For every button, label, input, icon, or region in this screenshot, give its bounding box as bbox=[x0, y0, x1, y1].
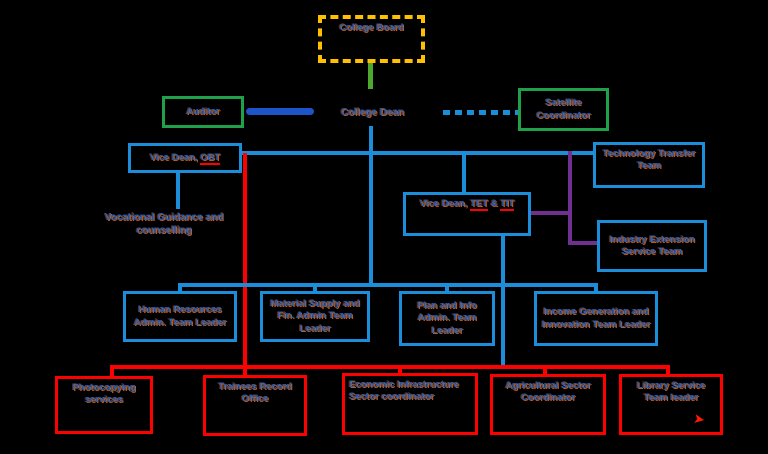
connector-drop-material-supply bbox=[313, 283, 317, 292]
node-college-board: College Board bbox=[318, 15, 425, 63]
connector-drop-income-generation bbox=[594, 283, 598, 292]
income-generation-label: Income Generation and Innovation Team Le… bbox=[541, 306, 651, 330]
vice-dean-tet-acronym2: TIT bbox=[500, 198, 515, 211]
vice-dean-tet-label: Vice Dean, TET & TIT bbox=[419, 198, 515, 211]
connector-drop-agricultural bbox=[543, 365, 547, 375]
photocopying-label: Photocopying services bbox=[72, 382, 136, 406]
human-resources-label: Human Resources Admin. Team Leader bbox=[133, 304, 227, 328]
node-technology-transfer-team: Technology Transfer Team bbox=[593, 142, 705, 188]
node-trainees-record-office: Trainees Record Office bbox=[203, 375, 307, 436]
node-agricultural-sector: Agricultural Sector Coordinator bbox=[490, 374, 606, 435]
plan-info-label: Plan and Info Admin. Team Leader bbox=[417, 299, 477, 336]
node-economic-infrastructure: Economic Infrastructure Sector coordinat… bbox=[342, 373, 478, 435]
connector-tet-purple bbox=[531, 211, 568, 215]
connector-drop-photocopying bbox=[110, 365, 114, 377]
connector-redrow-horizontal bbox=[110, 365, 670, 369]
node-auditor: Auditor bbox=[162, 96, 244, 128]
college-dean-label: College Dean bbox=[340, 107, 405, 118]
node-college-dean: College Dean bbox=[330, 106, 415, 119]
connector-dean-satellite-dashed bbox=[443, 110, 518, 115]
red-arrow-icon: ➤ bbox=[692, 411, 706, 428]
connector-board-dean bbox=[368, 63, 373, 89]
industry-extension-label: Industry Extension Service Team bbox=[609, 233, 695, 257]
material-supply-label: Material Supply and Fin. Admin Team Lead… bbox=[270, 297, 360, 334]
node-vocational-guidance: Vocational Guidance and counselling bbox=[88, 211, 240, 237]
college-board-label: College Board bbox=[339, 22, 404, 33]
node-vice-dean-tet: Vice Dean, TET & TIT bbox=[403, 192, 531, 236]
connector-drop-economic bbox=[398, 365, 402, 374]
node-industry-extension-team: Industry Extension Service Team bbox=[597, 220, 707, 272]
node-satellite-coordinator: Satellite Coordinator bbox=[518, 88, 609, 131]
node-photocopying-services: Photocopying services bbox=[55, 376, 153, 434]
connector-obt-techtransfer bbox=[242, 151, 593, 155]
node-material-supply-leader: Material Supply and Fin. Admin Team Lead… bbox=[260, 291, 370, 342]
connector-drop-vice-dean-tet bbox=[462, 151, 466, 194]
node-plan-info-leader: Plan and Info Admin. Team Leader bbox=[399, 291, 495, 346]
library-service-label: Library Service Team leader bbox=[636, 380, 706, 404]
connector-auditor-dean bbox=[246, 108, 314, 115]
connector-tet-bottomrow bbox=[501, 236, 505, 369]
vice-dean-tet-prefix: Vice Dean, bbox=[419, 198, 471, 209]
connector-drop-library bbox=[666, 365, 670, 375]
connector-red-vertical bbox=[243, 153, 247, 377]
vice-dean-obt-label: Vice Dean, OBT bbox=[149, 151, 221, 165]
auditor-label: Auditor bbox=[186, 105, 220, 117]
economic-infrastructure-label: Economic Infrastructure Sector coordinat… bbox=[349, 379, 459, 403]
connector-teamrow-horizontal bbox=[178, 283, 597, 287]
connector-drop-plan-info bbox=[445, 283, 449, 292]
vice-dean-tet-acronym1: TET bbox=[470, 198, 489, 211]
node-income-generation-leader: Income Generation and Innovation Team Le… bbox=[534, 291, 658, 346]
satellite-coordinator-label: Satellite Coordinator bbox=[536, 97, 591, 121]
node-human-resources-leader: Human Resources Admin. Team Leader bbox=[123, 291, 237, 342]
connector-dean-teamrow-trunk bbox=[369, 126, 373, 285]
connector-obt-vocational bbox=[176, 173, 180, 209]
technology-transfer-label: Technology Transfer Team bbox=[602, 148, 696, 172]
node-library-service: Library Service Team leader ➤ bbox=[619, 374, 723, 435]
vice-dean-obt-acronym: OBT bbox=[200, 151, 221, 165]
agricultural-sector-label: Agricultural Sector Coordinator bbox=[505, 380, 591, 404]
vice-dean-obt-prefix: Vice Dean, bbox=[149, 151, 201, 163]
connector-purple-vertical bbox=[568, 151, 572, 245]
node-vice-dean-obt: Vice Dean, OBT bbox=[128, 143, 242, 173]
trainees-record-label: Trainees Record Office bbox=[218, 381, 292, 405]
vocational-guidance-label: Vocational Guidance and counselling bbox=[104, 212, 224, 236]
connector-purple-industry bbox=[572, 241, 597, 245]
connector-drop-human-resources bbox=[178, 283, 182, 292]
vice-dean-tet-separator: & bbox=[488, 198, 501, 209]
